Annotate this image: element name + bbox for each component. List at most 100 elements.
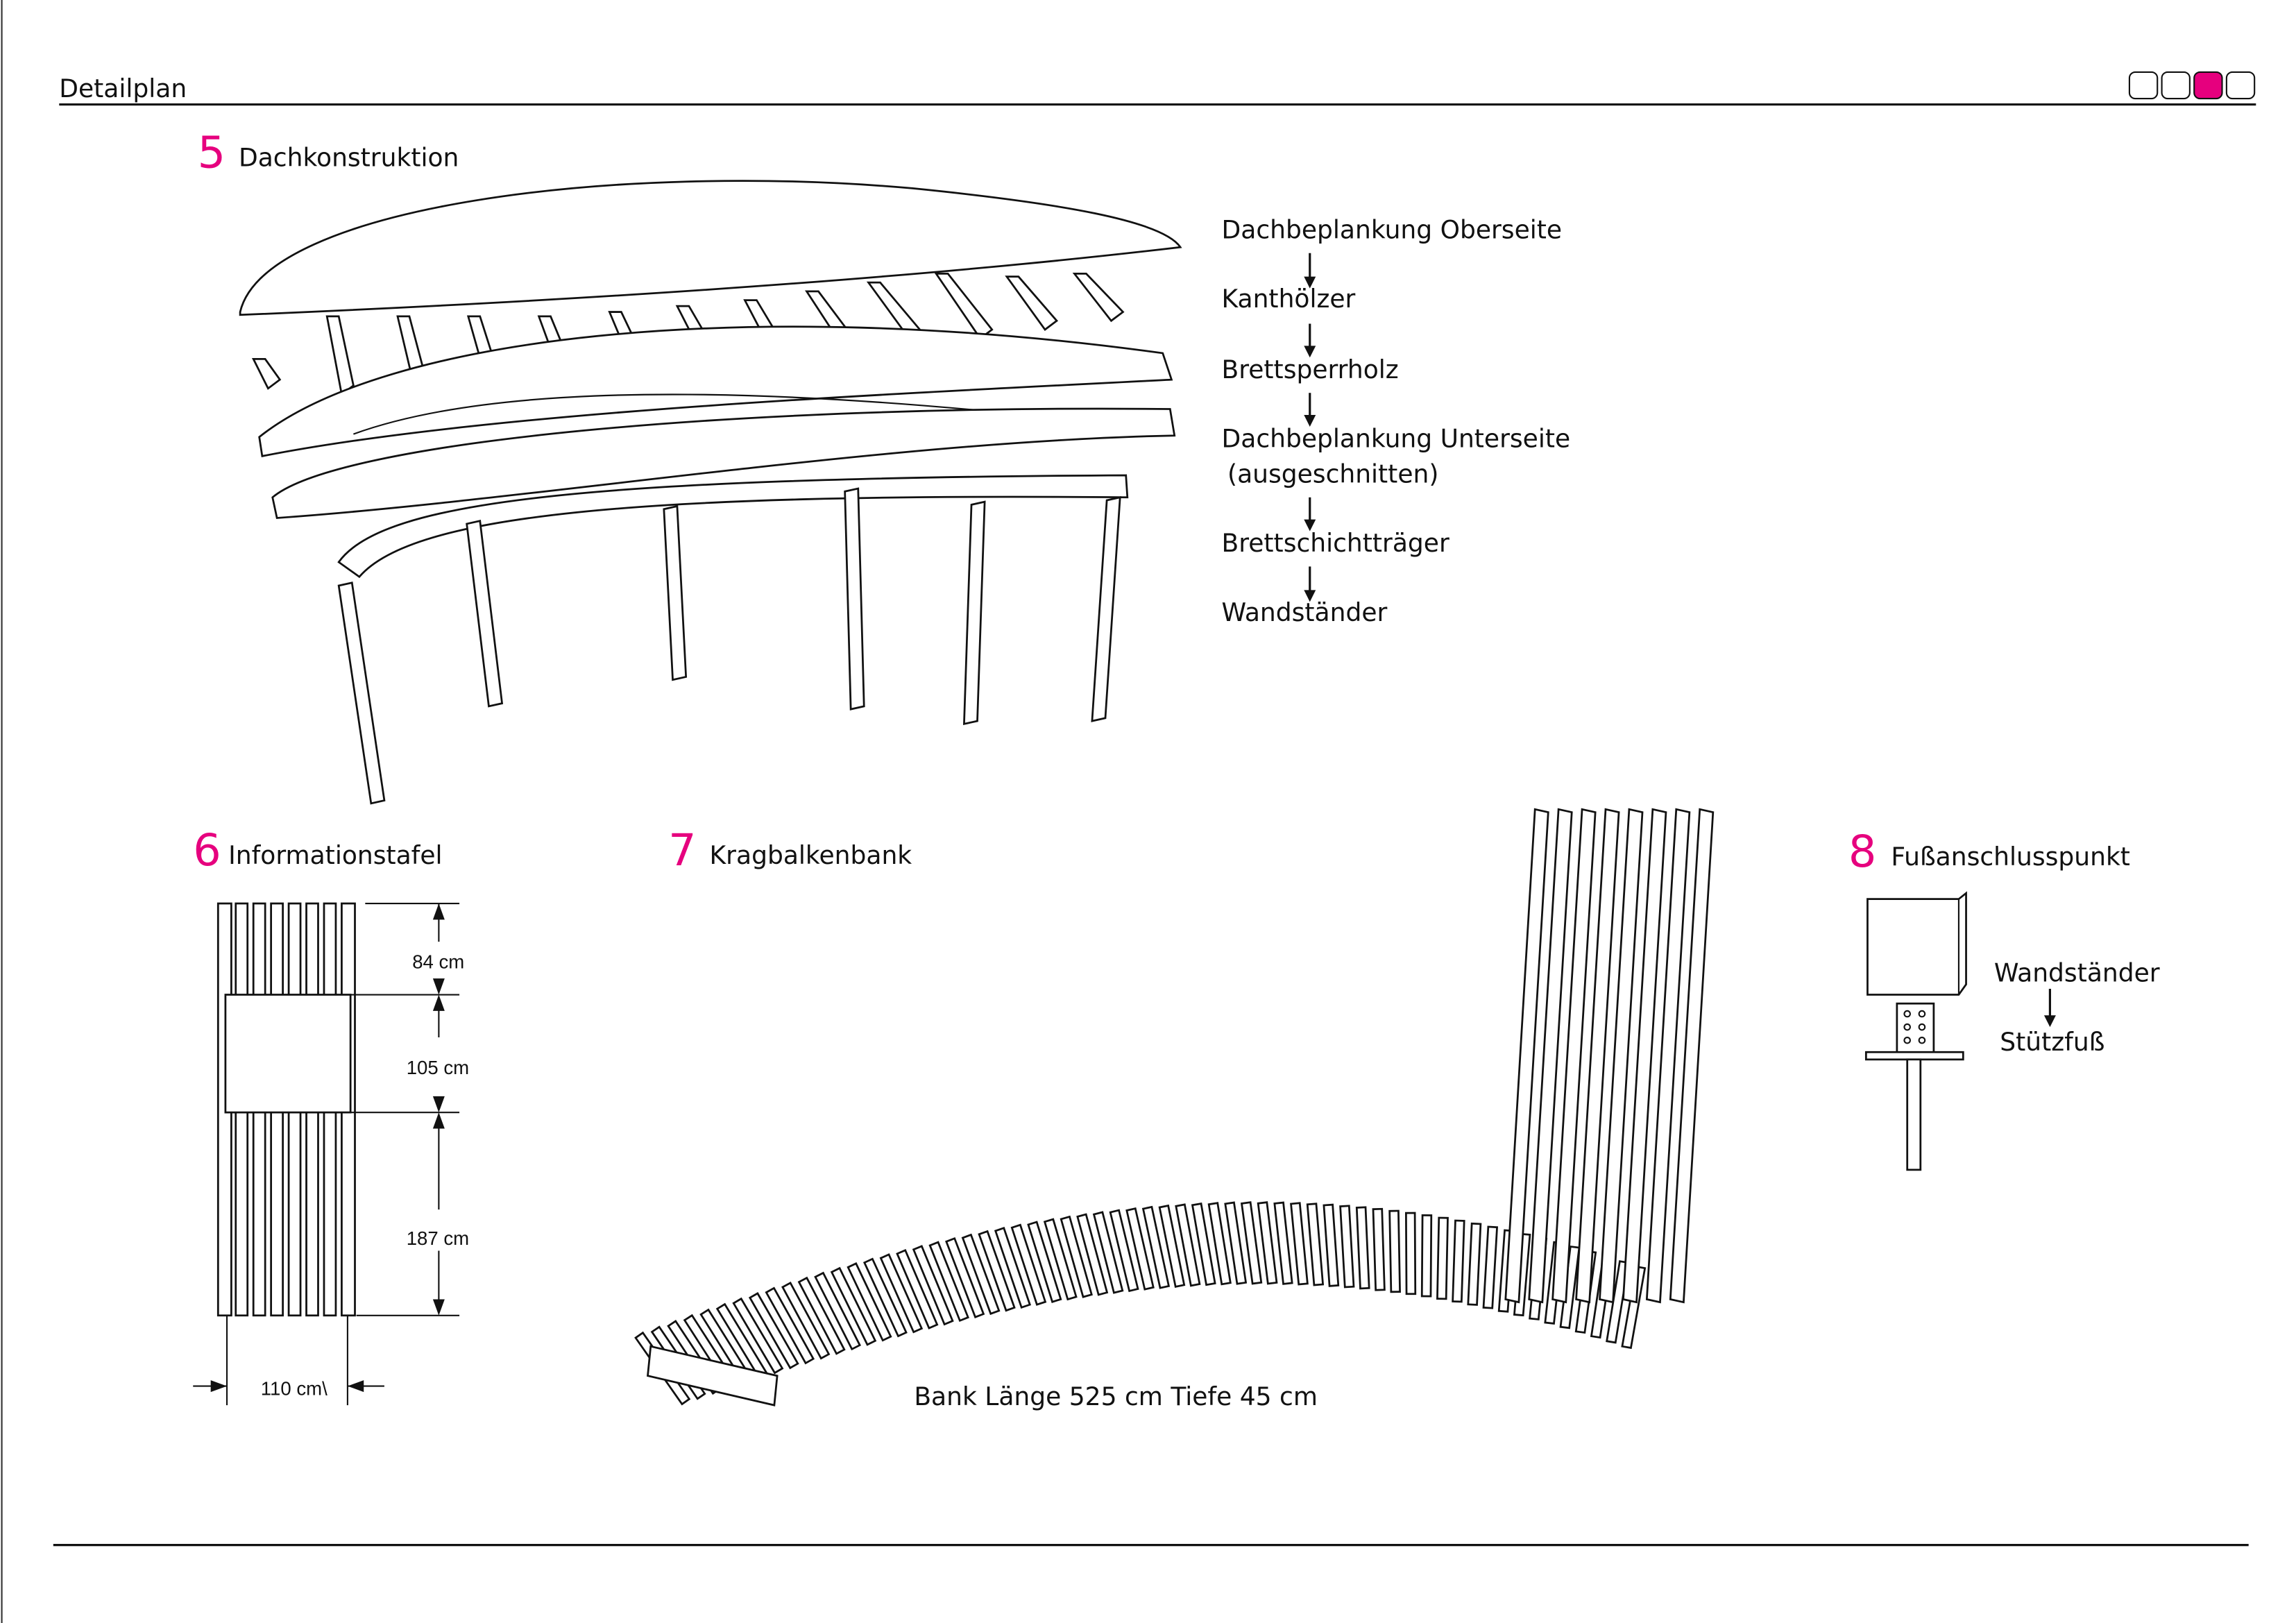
- down-arrow-icon: [1304, 519, 1316, 532]
- dim-width: 110 cm\: [261, 1377, 328, 1399]
- bench-slat: [1060, 1215, 1093, 1298]
- section-8-number: 8: [1848, 826, 1876, 878]
- rafter: [325, 315, 355, 396]
- bench-slat: [1158, 1204, 1186, 1288]
- layer-label: Dachbeplankung Oberseite: [1222, 216, 1563, 245]
- foot-label-post: Wandständer: [1994, 959, 2160, 987]
- dimension-arrowheads: [210, 903, 445, 1393]
- backrest-slat: [1504, 808, 1549, 1304]
- page-indicator-square: [2225, 71, 2256, 100]
- bench-slat: [1207, 1202, 1232, 1286]
- wall-post: [663, 504, 688, 681]
- layer-label: Dachbeplankung Unterseite: [1222, 425, 1571, 454]
- bench-slat: [1141, 1205, 1171, 1289]
- page-title: Detailplan: [59, 75, 187, 103]
- wall-post: [466, 520, 504, 708]
- section-7-title: Kragbalkenbank: [710, 842, 912, 870]
- roof-top-planking: [239, 180, 1182, 316]
- cantilever-bench-drawing: [634, 808, 1715, 1407]
- bench-slat: [1224, 1201, 1248, 1285]
- dim-top: 84 cm: [412, 951, 464, 972]
- bench-slat: [1404, 1212, 1417, 1295]
- clt-layer: [258, 325, 1173, 458]
- info-board-drawing: 84 cm 105 cm 187 cm 110 cm\: [193, 902, 469, 1406]
- section-7-number: 7: [668, 825, 696, 876]
- bench-slat: [1257, 1201, 1278, 1285]
- backrest-slat: [1575, 808, 1620, 1304]
- bench-slat: [765, 1286, 815, 1365]
- bench-slat: [1482, 1225, 1499, 1309]
- bench-slat: [1043, 1218, 1078, 1301]
- bench-slat: [797, 1276, 846, 1355]
- bench-slat: [814, 1271, 861, 1351]
- down-arrow-icons: [1304, 253, 1316, 602]
- wall-post: [844, 487, 865, 711]
- bench-slat: [1323, 1203, 1340, 1287]
- down-arrow-icon: [1304, 276, 1316, 289]
- roof-bottom-planking: [271, 407, 1176, 519]
- wall-post: [1091, 496, 1121, 722]
- bench-slat: [945, 1237, 985, 1318]
- roof-construction-drawing: [239, 180, 1182, 805]
- section-5-number: 5: [198, 128, 226, 179]
- glulam-beam: [337, 474, 1129, 579]
- bench-slat: [1240, 1201, 1263, 1285]
- backrest-slat: [1528, 808, 1573, 1304]
- rafter: [1005, 275, 1059, 331]
- down-arrow-icon: [1304, 346, 1316, 358]
- page-indicator-square: [2128, 71, 2159, 100]
- bench-slat: [1125, 1207, 1155, 1291]
- bench-slat: [1027, 1221, 1062, 1303]
- bench-slat: [1355, 1206, 1370, 1290]
- section-6-title: Informationstafel: [228, 842, 442, 870]
- wall-posts: [337, 487, 1121, 805]
- bench-slat: [1436, 1216, 1449, 1300]
- bench-slat: [1621, 1265, 1647, 1350]
- bench-slat: [1191, 1203, 1216, 1286]
- bench-slat: [912, 1245, 954, 1326]
- bench-slat: [1306, 1203, 1325, 1286]
- bench-slat: [1076, 1213, 1109, 1296]
- wall-post: [337, 581, 386, 805]
- rafter: [251, 358, 282, 390]
- rafter: [934, 273, 994, 340]
- bench-slat: [748, 1292, 799, 1370]
- foot-label-support: Stützfuß: [2000, 1028, 2104, 1057]
- down-arrow-icon: [1304, 415, 1316, 427]
- section-8-title: Fußanschlusspunkt: [1891, 843, 2130, 872]
- bench-slat: [961, 1233, 1001, 1316]
- bench-slat: [1092, 1211, 1124, 1294]
- bench-slat: [732, 1297, 784, 1375]
- foot-plate: [1864, 1051, 1964, 1061]
- rafter: [1072, 273, 1125, 323]
- layer-label: (ausgeschnitten): [1227, 461, 1438, 489]
- foot-connection-drawing: Wandständer Stützfuß: [1864, 891, 2160, 1171]
- backrest-slat: [1599, 808, 1644, 1304]
- bench-slat: [1339, 1205, 1355, 1289]
- layer-label: Brettsperrholz: [1222, 356, 1399, 384]
- bolt-holes: [1903, 1010, 1926, 1044]
- bench-slat: [1372, 1207, 1386, 1291]
- support-rod: [1906, 1058, 1922, 1171]
- wall-post-block: [1866, 891, 1967, 996]
- bench-slat: [1109, 1209, 1139, 1293]
- bench-slat: [1010, 1223, 1047, 1306]
- backrest-slat: [1622, 808, 1667, 1304]
- backrest-slat: [1669, 808, 1715, 1304]
- bench-slat: [978, 1230, 1016, 1312]
- section-5-title: Dachkonstruktion: [239, 144, 459, 173]
- bench-slat: [862, 1257, 908, 1338]
- bench-slat: [1290, 1202, 1309, 1286]
- layer-label: Wandständer: [1222, 599, 1388, 627]
- layer-label: Kanthölzer: [1222, 285, 1356, 314]
- page-indicator-square: [2161, 71, 2191, 100]
- bench-slat: [896, 1249, 939, 1329]
- backrest-slat: [1551, 808, 1597, 1304]
- bench-slat: [1175, 1203, 1201, 1287]
- dim-bottom: 187 cm: [407, 1227, 469, 1249]
- bench-slat: [928, 1241, 969, 1323]
- info-panel: [224, 994, 352, 1114]
- bench-slat: [830, 1266, 877, 1346]
- bench-slat: [1273, 1201, 1293, 1285]
- bench-slat: [1452, 1219, 1465, 1303]
